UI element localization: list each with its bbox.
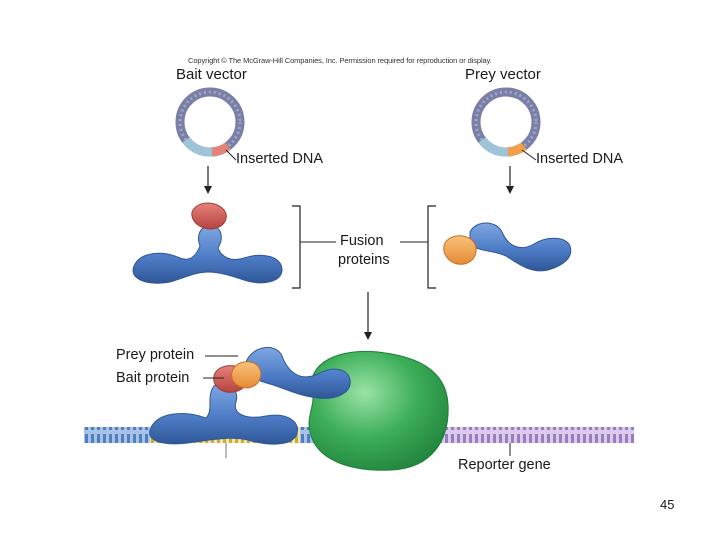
bait-protein-label: Bait protein (116, 370, 190, 386)
prey-vector-title: Prey vector (465, 66, 541, 83)
bait-vector-title: Bait vector (176, 66, 247, 83)
prey-protein-complex (231, 347, 351, 399)
prey-protein-label: Prey protein (116, 347, 195, 363)
bait-fusion-protein (132, 202, 283, 284)
fusion-bracket (292, 205, 436, 289)
arrow-down-left (204, 166, 212, 194)
fusion-label-line2: proteins (338, 252, 390, 268)
arrow-down-right (506, 166, 514, 194)
page-number: 45 (660, 497, 675, 512)
prey-inserted-dna-label: Inserted DNA (536, 151, 624, 167)
bait-inserted-dna-label: Inserted DNA (236, 151, 324, 167)
copyright-notice: Copyright © The McGraw-Hill Companies, I… (188, 56, 492, 65)
reporter-gene-label: Reporter gene (458, 457, 551, 473)
bait-plasmid (175, 87, 245, 157)
fusion-label-line1: Fusion (340, 233, 384, 249)
prey-fusion-protein (443, 222, 572, 272)
prey-plasmid (471, 87, 541, 157)
arrow-down-center (364, 292, 372, 340)
